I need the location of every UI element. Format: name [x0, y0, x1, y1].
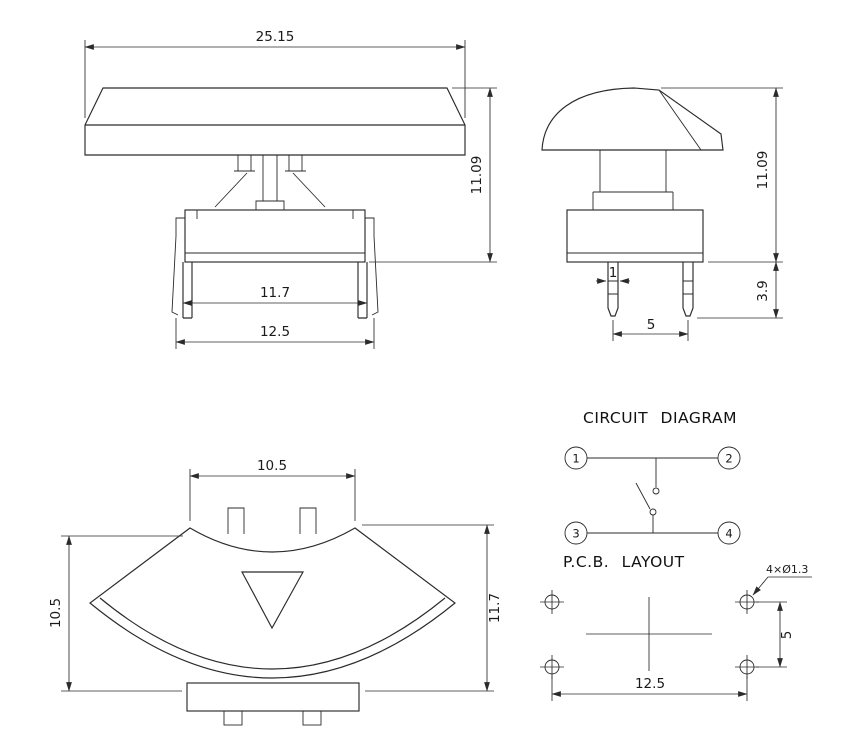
cap-crease-line	[658, 89, 702, 151]
stem-diagonals	[214, 172, 326, 208]
pcb-hole-bottom-left-cross	[540, 655, 564, 679]
top-view: 10.5 10.5 11.7	[48, 458, 503, 726]
left-clip	[171, 217, 185, 316]
leg-span-label: 11.7	[260, 285, 290, 301]
lower-tab-right	[302, 710, 322, 726]
terminal-2-label: 2	[725, 452, 732, 466]
switch-lever	[635, 482, 651, 510]
neck	[592, 150, 674, 210]
side-height-label: 11.09	[755, 151, 771, 190]
pcb-hole-top-left-cross	[540, 590, 564, 614]
left-pin	[607, 262, 619, 317]
cap-depth-ext-lines	[61, 535, 183, 692]
center-stem	[262, 155, 278, 201]
stem-posts	[234, 155, 306, 172]
pcb-pitch-x-label: 12.5	[635, 676, 665, 692]
pcb-hole-top-right-cross	[735, 590, 759, 614]
pin-pitch-ext-lines	[612, 320, 689, 341]
circuit-wires	[587, 457, 718, 534]
cap-inner-arc	[99, 597, 446, 670]
terminal-1-label: 1	[572, 452, 579, 466]
circuit-diagram: CIRCUIT DIAGRAM 1 2 3 4	[564, 409, 741, 545]
body-notches	[196, 210, 354, 219]
pcb-hole-bottom-right-cross	[735, 655, 759, 679]
cap-right-ext-lines	[362, 524, 494, 692]
front-view: 25.15 11.09 11.7 12.5	[84, 29, 497, 349]
side-view: 11.09 3.9 5 1	[541, 87, 783, 341]
cap-depth-label: 10.5	[48, 598, 64, 628]
right-pin-ticks	[683, 280, 693, 295]
cap-outline	[84, 87, 466, 156]
cap-top-outline	[89, 527, 456, 679]
hole-callout-leader	[752, 576, 812, 596]
terminal-3-label: 3	[572, 527, 579, 541]
height-label: 11.09	[469, 156, 485, 195]
pin-pitch-label: 5	[647, 317, 656, 333]
right-leg	[357, 262, 368, 319]
cap-top-ext-lines	[189, 469, 356, 521]
body-tab	[255, 200, 285, 210]
switch-body-side	[566, 209, 704, 263]
switch-contact-bottom	[649, 508, 657, 516]
circuit-diagram-title: CIRCUIT DIAGRAM	[583, 409, 737, 427]
upper-tab-right	[299, 507, 317, 534]
pcb-center-cross	[586, 597, 712, 671]
cap-right-width-label: 11.7	[487, 593, 503, 623]
switch-body	[184, 209, 366, 263]
base-plate	[186, 682, 360, 712]
right-pin	[682, 262, 694, 317]
cap-width-ext-lines	[84, 40, 466, 118]
clip-span-label: 12.5	[260, 324, 290, 340]
side-height-ext-lines	[661, 87, 783, 263]
switch-contact-top	[652, 487, 660, 495]
cap-side-outline	[541, 87, 724, 151]
right-clip	[365, 217, 379, 316]
left-leg	[182, 262, 193, 319]
pcb-layout-title: P.C.B. LAYOUT	[563, 553, 685, 571]
pcb-pitch-y-label: 5	[779, 631, 795, 640]
cap-width-label: 25.15	[256, 29, 295, 45]
pcb-layout: P.C.B. LAYOUT 4×Ø1.3 5 12.5	[540, 553, 812, 701]
pin-length-label: 3.9	[755, 280, 771, 301]
terminal-4-label: 4	[725, 527, 732, 541]
left-pin-ticks	[608, 280, 618, 295]
pin-width-label: 1	[609, 265, 618, 281]
hole-callout-label: 4×Ø1.3	[766, 563, 808, 576]
upper-tab-left	[227, 507, 245, 534]
arrow-triangle	[241, 571, 304, 630]
switch-risers	[652, 458, 657, 533]
cap-top-width-label: 10.5	[257, 458, 287, 474]
lower-tab-left	[223, 710, 243, 726]
